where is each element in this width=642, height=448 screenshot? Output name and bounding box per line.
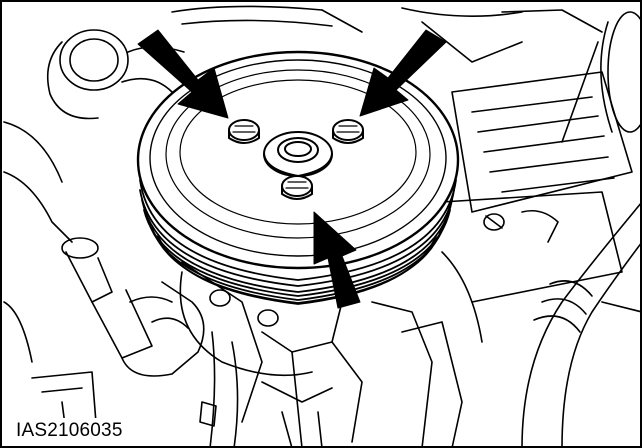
figure-caption: IAS2106035 (16, 420, 123, 441)
pulley (136, 50, 460, 305)
pulley-hub (263, 131, 333, 177)
bolt-icon (281, 175, 313, 200)
bolt-icon (332, 119, 364, 144)
pointer-arrow-icon (359, 29, 447, 117)
pulley-grooves (139, 179, 457, 305)
caption-box: IAS2106035 (2, 418, 129, 446)
pointer-arrow-icon (313, 211, 361, 309)
bolt-icon (228, 119, 260, 144)
pointer-arrows (137, 29, 447, 309)
pointer-arrow-icon (137, 29, 229, 119)
